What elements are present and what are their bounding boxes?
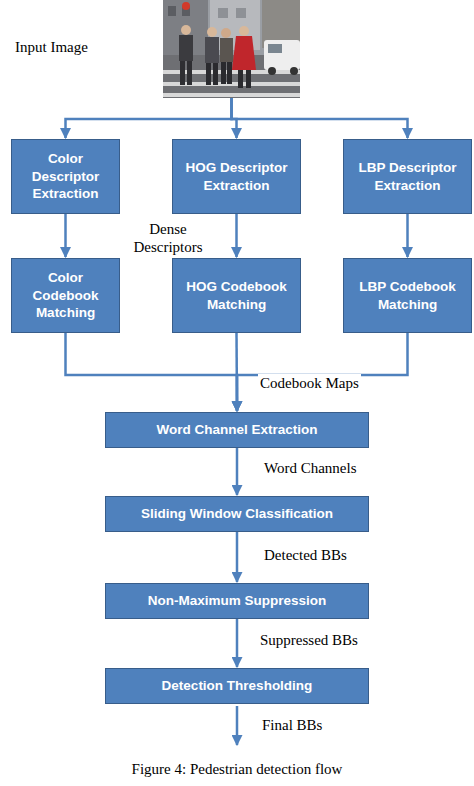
flow-arrow bbox=[237, 333, 408, 411]
flow-arrow bbox=[66, 333, 238, 411]
box-label: HOG Codebook Matching bbox=[179, 278, 294, 313]
process-box: HOG Codebook Matching bbox=[172, 258, 301, 333]
box-label: LBP Descriptor Extraction bbox=[350, 159, 465, 194]
street-photo bbox=[163, 0, 300, 98]
flow-arrow bbox=[64, 214, 67, 257]
output-arrow bbox=[236, 706, 239, 745]
edge-label: Suppressed BBs bbox=[258, 631, 360, 649]
flow-arrow bbox=[235, 214, 238, 257]
box-label: Detection Thresholding bbox=[162, 677, 313, 695]
box-label: Non-Maximum Suppression bbox=[148, 592, 327, 610]
box-label: Color Descriptor Extraction bbox=[18, 150, 113, 203]
edge-label: Word Channels bbox=[262, 459, 359, 477]
edge-label: Detected BBs bbox=[262, 546, 349, 564]
flow-arrow bbox=[406, 214, 409, 257]
box-label: Word Channel Extraction bbox=[156, 421, 317, 439]
box-label: Sliding Window Classification bbox=[141, 505, 333, 523]
process-box: LBP Codebook Matching bbox=[343, 258, 472, 333]
process-box: HOG Descriptor Extraction bbox=[172, 139, 301, 214]
output-label: Final BBs bbox=[262, 716, 322, 734]
image-title: Input Image bbox=[15, 38, 88, 56]
box-label: LBP Codebook Matching bbox=[350, 278, 465, 313]
process-box: Detection Thresholding bbox=[105, 668, 369, 704]
box-label: HOG Descriptor Extraction bbox=[179, 159, 294, 194]
flow-arrow bbox=[232, 98, 408, 138]
input-image: Input Image bbox=[10, 0, 300, 98]
process-box: LBP Descriptor Extraction bbox=[343, 139, 472, 214]
process-box: Color Codebook Matching bbox=[11, 258, 120, 333]
process-box: Color Descriptor Extraction bbox=[11, 139, 120, 214]
edge-label: Dense Descriptors bbox=[127, 220, 209, 256]
figure-caption: Figure 4: Pedestrian detection flow bbox=[0, 760, 474, 778]
edge-label: Codebook Maps bbox=[258, 374, 361, 392]
process-box: Sliding Window Classification bbox=[105, 496, 369, 532]
flow-arrow bbox=[236, 619, 239, 667]
flow-arrow bbox=[66, 98, 232, 138]
box-label: Color Codebook Matching bbox=[18, 269, 113, 322]
flow-arrow bbox=[236, 448, 239, 495]
flow-arrow bbox=[236, 532, 239, 582]
process-box: Word Channel Extraction bbox=[105, 412, 369, 448]
process-box: Non-Maximum Suppression bbox=[105, 583, 369, 619]
